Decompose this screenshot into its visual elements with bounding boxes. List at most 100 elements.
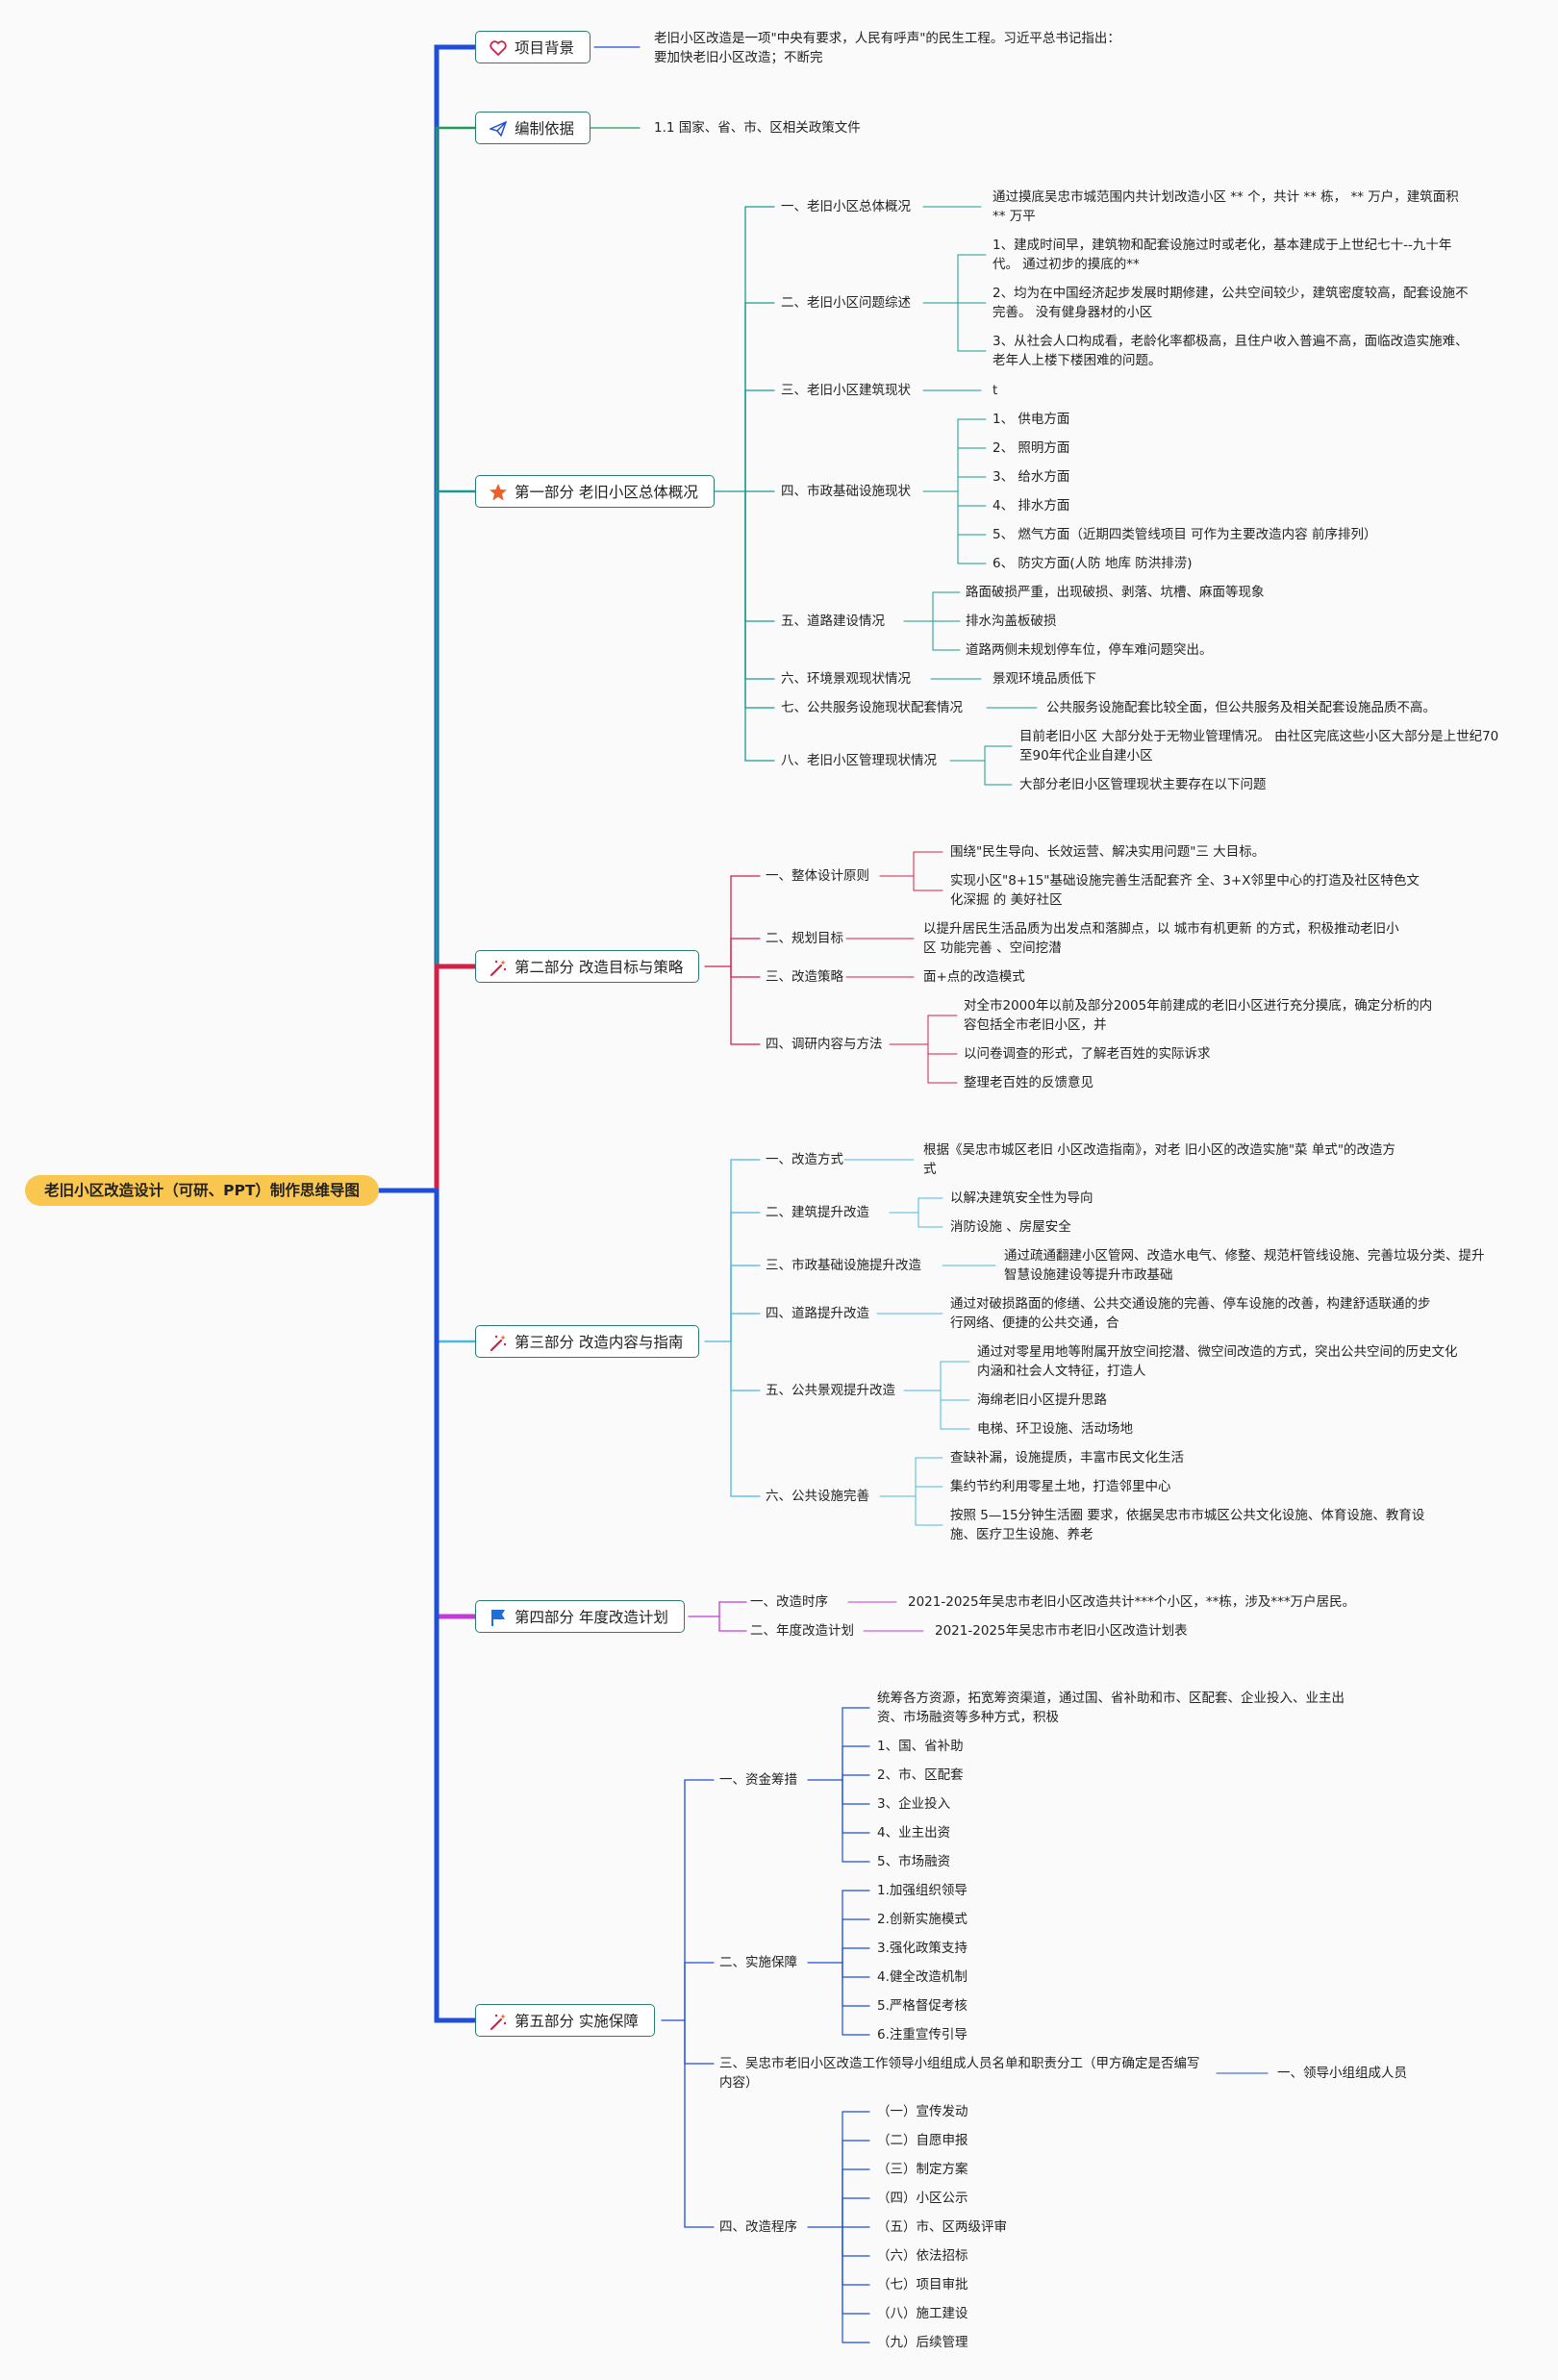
p3-fan-link-6 xyxy=(730,1340,761,1497)
p1-branch-4[interactable]: 四、市政基础设施现状 xyxy=(781,484,911,499)
p1-fan-link-6 xyxy=(744,490,775,680)
p2-fan-link-3 xyxy=(730,965,761,978)
p2-branch-1[interactable]: 一、整体设计原则 xyxy=(766,868,869,884)
spine-p1 xyxy=(435,489,477,1192)
p5-b4-fan-link-2 xyxy=(842,2140,870,2228)
section-part-5[interactable]: 第五部分 实施保障 xyxy=(475,2004,655,2037)
p2-b4-fan-link-2 xyxy=(927,1043,958,1055)
p2-branch-4[interactable]: 四、调研内容与方法 xyxy=(766,1037,883,1052)
p3-branch-1[interactable]: 一、改造方式 xyxy=(766,1152,843,1167)
p1-branch-7[interactable]: 七、公共服务设施现状配套情况 xyxy=(781,700,963,715)
p2-fan-link-2 xyxy=(730,938,761,967)
root-node[interactable]: 老旧小区改造设计（可研、PPT）制作思维导图 xyxy=(25,1175,379,1206)
p5-b4-leaf-7: （七）项目审批 xyxy=(877,2277,968,2292)
p1-b6-leaf-1: 景观环境品质低下 xyxy=(993,671,1096,687)
p5-b1-leaf-2: 1、国、省补助 xyxy=(877,1739,964,1754)
p1-branch-6[interactable]: 六、环境景观现状情况 xyxy=(781,671,911,687)
spine-p2 xyxy=(434,964,478,1193)
p3-b6-fan-link-1 xyxy=(915,1457,943,1497)
p5-b1-leaf-3: 2、市、区配套 xyxy=(877,1767,964,1783)
p3-b6-leaf-3: 按照 5—15分钟生活圈 要求，依据吴忠市市城区公共文化设施、体育设施、教育设施… xyxy=(950,1508,1425,1542)
p1-b4-fan-link-4 xyxy=(957,490,987,507)
p5-b2-leaf-4: 4.健全改造机制 xyxy=(877,1969,967,1985)
section-part-1[interactable]: 第一部分 老旧小区总体概况 xyxy=(475,475,715,508)
p4-b1-leaf-1: 2021-2025年吴忠市老旧小区改造共计***个小区，**栋，涉及***万户居… xyxy=(908,1594,1356,1610)
p5-branch-4[interactable]: 四、改造程序 xyxy=(719,2219,797,2235)
p1-b4-leaf-5: 5、 燃气方面（近期四类管线项目 可作为主要改造内容 前序排列） xyxy=(993,527,1377,542)
p1-b4-fan-link-2 xyxy=(957,447,987,492)
p3-b2-leaf-1: 以解决建筑安全性为导向 xyxy=(950,1190,1093,1206)
heart-icon xyxy=(488,32,509,64)
p5-b1-leaf-5: 4、业主出资 xyxy=(877,1825,951,1841)
p4-branch-2[interactable]: 二、年度改造计划 xyxy=(750,1623,854,1639)
background-text: 老旧小区改造是一项"中央有要求，人民有呼声"的民生工程。习近平总书记指出：要加快… xyxy=(654,31,1120,65)
p5-branch-1[interactable]: 一、资金筹措 xyxy=(719,1772,797,1788)
p1-branch-5[interactable]: 五、道路建设情况 xyxy=(781,614,885,629)
p2-b4-fan-link-1 xyxy=(927,1015,958,1045)
p3-branch-5[interactable]: 五、公共景观提升改造 xyxy=(766,1383,895,1398)
p1-b4-fan-link-1 xyxy=(957,418,987,492)
p1-branch-1[interactable]: 一、老旧小区总体概况 xyxy=(781,199,911,214)
p5-b2-fan-link-2 xyxy=(842,1918,870,1964)
section-title: 第三部分 改造内容与指南 xyxy=(515,1334,684,1351)
p3-b1-leaf-1: 根据《吴忠市城区老旧 小区改造指南》，对老 旧小区的改造实施"菜 单式"的改造方… xyxy=(923,1142,1396,1177)
p3-branch-3[interactable]: 三、市政基础设施提升改造 xyxy=(766,1258,921,1273)
p5-b2-fan-link-4 xyxy=(842,1962,870,1978)
p1-b4-leaf-2: 2、 照明方面 xyxy=(993,440,1070,456)
section-project-background[interactable]: 项目背景 xyxy=(475,31,591,63)
flag-icon xyxy=(488,1601,509,1634)
p1-b4-leaf-6: 6、 防灾方面(人防 地库 防洪排涝) xyxy=(993,556,1193,571)
p3-b3-leaf-1: 通过疏通翻建小区管网、改造水电气、修整、规范杆管线设施、完善垃圾分类、提升智慧设… xyxy=(1004,1248,1485,1283)
p3-b5-fan-link-3 xyxy=(940,1390,970,1430)
p4-fan-link-2 xyxy=(718,1616,747,1632)
p2-b1-leaf-2: 实现小区"8+15"基础设施完善生活配套齐 全、3+X邻里中心的打造及社区特色文… xyxy=(950,873,1420,908)
p2-branch-3[interactable]: 三、改造策略 xyxy=(766,969,843,985)
p5-b1-fan-link-3 xyxy=(842,1774,870,1781)
p5-b4-fan-link-8 xyxy=(842,2226,870,2315)
p5-b4-leaf-1: （一）宣传发动 xyxy=(877,2104,968,2119)
p5-b2-fan-link-1 xyxy=(842,1890,870,1964)
p1-fan-link-7 xyxy=(744,490,775,709)
p5-b4-fan-link-6 xyxy=(842,2226,870,2257)
section-part-4[interactable]: 第四部分 年度改造计划 xyxy=(475,1600,685,1633)
p3-branch-6[interactable]: 六、公共设施完善 xyxy=(766,1489,869,1504)
p1-b2-leaf-1: 1、建成时间早，建筑物和配套设施过时或老化，基本建成于上世纪七十--九十年代。 … xyxy=(993,238,1452,272)
p3-b6-fan-link-2 xyxy=(915,1486,943,1497)
p2-b4-leaf-2: 以问卷调查的形式，了解老百姓的实际诉求 xyxy=(964,1046,1211,1062)
p1-b2-leaf-3: 3、从社会人口构成看，老龄化率都极高，且住户收入普遍不高，面临改造实施难、老年人… xyxy=(993,334,1469,368)
section-title: 项目背景 xyxy=(515,39,575,57)
p1-branch-3[interactable]: 三、老旧小区建筑现状 xyxy=(781,383,911,398)
p5-b4-leaf-5: （五）市、区两级评审 xyxy=(877,2219,1007,2235)
p2-fan-link-4 xyxy=(730,965,761,1045)
section-title: 第五部分 实施保障 xyxy=(515,2013,639,2030)
p3-b4-leaf-1: 通过对破损路面的修缮、公共交通设施的完善、停车设施的改善，构建舒适联通的步行网络… xyxy=(950,1296,1431,1331)
p5-branch-3[interactable]: 三、吴忠市老旧小区改造工作领导小组组成人员名单和职责分工（甲方确定是否编写内容） xyxy=(719,2056,1200,2091)
section-basis[interactable]: 编制依据 xyxy=(475,112,591,144)
p3-branch-2[interactable]: 二、建筑提升改造 xyxy=(766,1205,869,1220)
section-part-3[interactable]: 第三部分 改造内容与指南 xyxy=(475,1325,700,1359)
p1-branch-2[interactable]: 二、老旧小区问题综述 xyxy=(781,295,911,311)
section-part-2[interactable]: 第二部分 改造目标与策略 xyxy=(475,950,700,983)
p2-b3-leaf-1: 面+点的改造模式 xyxy=(923,969,1025,985)
p5-branch-2[interactable]: 二、实施保障 xyxy=(719,1955,797,1970)
p5-b4-fan-link-4 xyxy=(842,2197,870,2228)
p4-branch-1[interactable]: 一、改造时序 xyxy=(750,1594,828,1610)
p5-b4-leaf-2: （二）自愿申报 xyxy=(877,2133,968,2148)
p1-b4-fan-link-5 xyxy=(957,490,987,536)
p3-b5-leaf-1: 通过对零星用地等附属开放空间挖潜、微空间改造的方式，突出公共空间的历史文化内涵和… xyxy=(977,1344,1458,1379)
p1-fan-link-2 xyxy=(744,302,775,492)
p1-b5-leaf-2: 排水沟盖板破损 xyxy=(966,614,1057,629)
p3-b5-fan-link-1 xyxy=(940,1361,970,1391)
p2-fan-link-1 xyxy=(730,875,761,967)
magic-wand-icon xyxy=(488,1326,509,1359)
p3-branch-4[interactable]: 四、道路提升改造 xyxy=(766,1306,869,1321)
p2-branch-2[interactable]: 二、规划目标 xyxy=(766,931,843,946)
p5-fan-link-3 xyxy=(684,2019,715,2065)
paper-plane-icon xyxy=(488,113,509,145)
p1-branch-8[interactable]: 八、老旧小区管理现状情况 xyxy=(781,753,937,768)
p1-fan-link-8 xyxy=(744,490,775,762)
spine-basis xyxy=(435,126,477,1192)
p1-b2-leaf-2: 2、均为在中国经济起步发展时期修建，公共空间较少，建筑密度较高，配套设施不完善。… xyxy=(993,286,1469,320)
p3-b6-leaf-1: 查缺补漏，设施提质，丰富市民文化生活 xyxy=(950,1450,1184,1466)
